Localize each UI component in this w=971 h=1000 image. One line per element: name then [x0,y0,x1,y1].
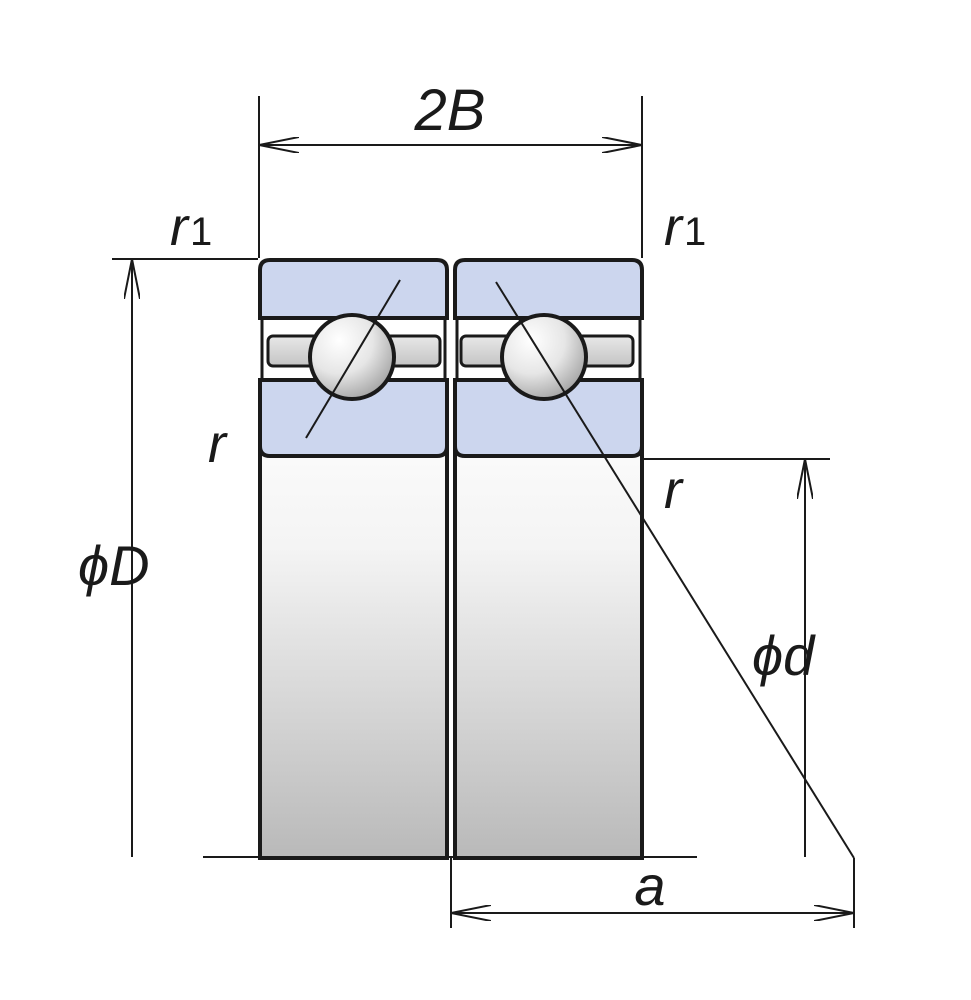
label-load-center: a [634,854,665,917]
label-chamfer-outer-right: r1 [664,197,706,257]
label-chamfer-outer-left: r1 [170,197,212,257]
dimension-load-center [450,858,855,928]
dimension-width [258,96,643,258]
right-contact-line [495,281,855,859]
left-outer-ring-top [258,258,449,320]
left-inner-ring [258,378,449,860]
right-inner-ring [453,378,644,860]
label-inner-diameter: ϕd [752,624,816,687]
left-contact-line [305,279,401,439]
label-outer-diameter: ϕD [78,534,150,597]
label-chamfer-inner-right: r [664,460,684,520]
left-ball [308,313,396,401]
left-bearing [258,258,449,860]
label-chamfer-inner-left: r [208,414,228,474]
right-bearing [453,258,855,860]
right-outer-ring-bottom [453,378,644,458]
label-width: 2B [414,78,486,143]
dimension-inner-diameter [644,458,830,857]
right-outer-ring-top [453,258,644,320]
right-ball [500,313,588,401]
